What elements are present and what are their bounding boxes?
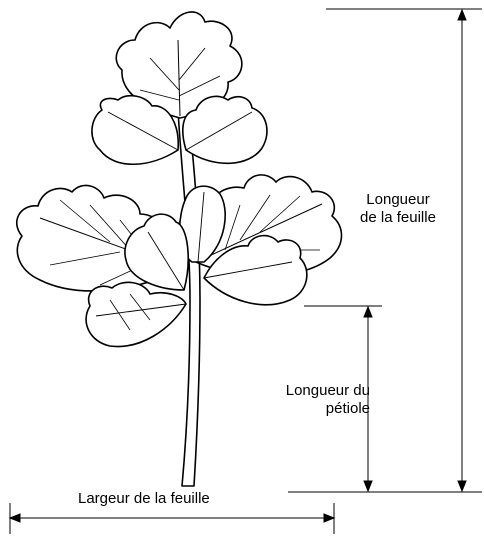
petiole-length-label-line1: Longueur du [254,382,370,400]
leaf-length-arrowhead-bottom [458,481,466,491]
petiole-length-arrowhead-top [364,307,372,317]
leaf-length-label-line2: de la feuille [338,209,458,227]
leaf-length-arrowhead-top [458,10,466,20]
leaf-width-arrowhead-right [324,514,334,522]
petiole-length-arrowhead-bottom [364,481,372,491]
leaf-length-label: Longueur de la feuille [338,191,458,227]
leaf-width-label: Largeur de la feuille [78,490,210,508]
petiole-length-label: Longueur du pétiole [254,382,370,418]
leaflet-bottom-left [86,282,186,346]
leaf-length-label-line1: Longueur [338,191,458,209]
petiole-length-label-line2: pétiole [254,400,370,418]
leaf-width-arrowhead-left [10,514,20,522]
